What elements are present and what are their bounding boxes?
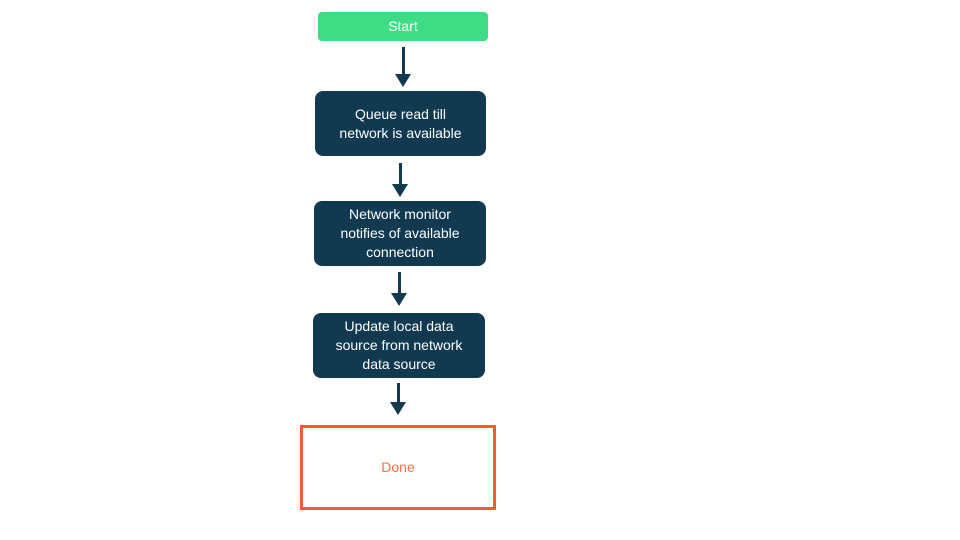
flow-node-update-local: Update local data source from network da… bbox=[313, 313, 485, 378]
flow-node-network-monitor-line: Network monitor bbox=[349, 206, 451, 222]
flow-arrow-start-to-queue bbox=[395, 47, 411, 87]
flow-node-queue-read: Queue read till network is available bbox=[315, 91, 486, 156]
flow-node-network-monitor-line: notifies of available bbox=[340, 225, 460, 241]
flow-arrow-update-to-done bbox=[390, 383, 406, 415]
flow-arrow-queue-to-monitor bbox=[392, 163, 408, 197]
arrow-head-icon bbox=[392, 184, 408, 197]
flow-node-done-label: Done bbox=[381, 459, 415, 475]
arrow-head-icon bbox=[390, 402, 406, 415]
flow-node-done: Done bbox=[300, 425, 496, 510]
flow-node-start-label: Start bbox=[388, 18, 418, 34]
arrow-shaft bbox=[397, 272, 401, 293]
flow-node-update-local-line: Update local data bbox=[344, 318, 454, 334]
flow-node-queue-read-line: Queue read till bbox=[354, 105, 447, 122]
arrow-shaft bbox=[401, 47, 405, 74]
arrow-shaft bbox=[396, 383, 400, 402]
flow-node-network-monitor-line: connection bbox=[366, 244, 434, 260]
flow-node-start: Start bbox=[318, 12, 488, 41]
flow-arrow-monitor-to-update bbox=[391, 272, 407, 306]
arrow-head-icon bbox=[391, 293, 407, 306]
flow-node-update-local-line: data source bbox=[362, 356, 436, 372]
flow-node-network-monitor: Network monitor notifies of available co… bbox=[314, 201, 486, 266]
arrow-head-icon bbox=[395, 74, 411, 87]
flow-node-update-local-line: source from network bbox=[335, 337, 463, 353]
arrow-shaft bbox=[398, 163, 402, 184]
flow-node-queue-read-line: network is available bbox=[339, 124, 462, 141]
